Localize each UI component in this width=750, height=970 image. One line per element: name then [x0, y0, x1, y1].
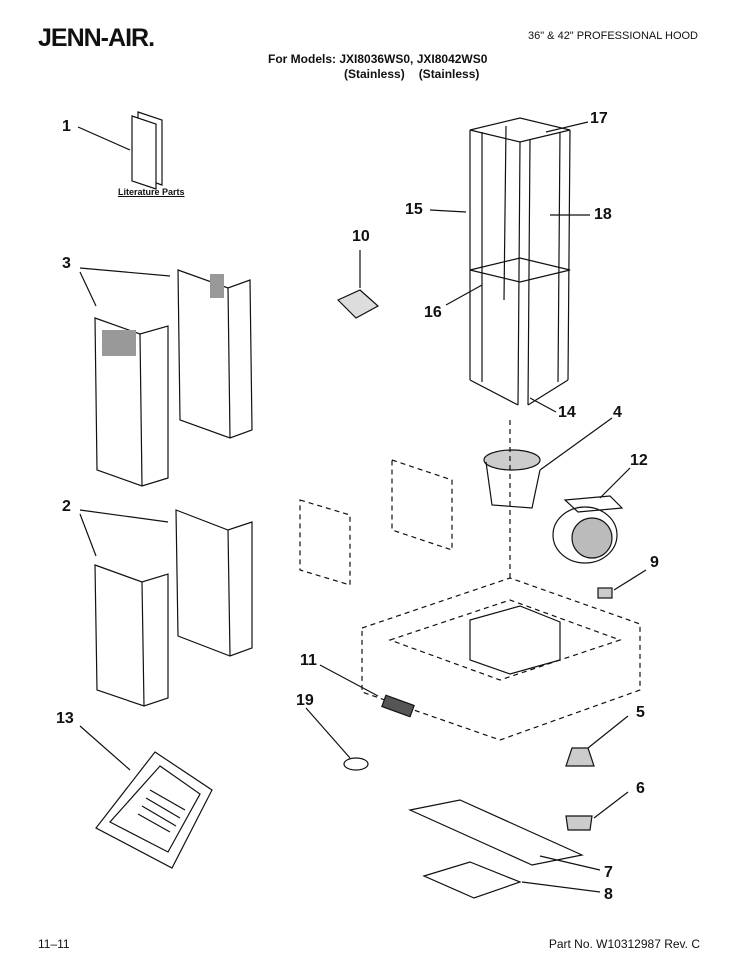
literature-booklet: [131, 111, 163, 190]
callout-3: 3: [62, 255, 71, 272]
callout-10: 10: [352, 228, 370, 245]
control-board: [336, 289, 380, 319]
callout-7: 7: [604, 864, 613, 881]
models-line2: (Stainless) (Stainless): [268, 67, 487, 82]
callout-17: 17: [590, 110, 608, 127]
halogen-lamp: [565, 747, 595, 767]
callout-1: 1: [62, 118, 71, 135]
lower-duct-cover: [94, 509, 253, 707]
callout-19: 19: [296, 692, 314, 709]
callout-11: 11: [300, 652, 317, 669]
callout-4: 4: [613, 404, 622, 421]
product-title: 36" & 42" PROFESSIONAL HOOD: [527, 30, 698, 42]
model-finish-2: (Stainless): [418, 67, 480, 81]
part-number: Part No. W10312987 Rev. C: [548, 937, 700, 951]
grease-filter: [422, 861, 522, 899]
callout-13: 13: [56, 710, 74, 727]
upper-duct-cover: [94, 269, 253, 487]
callout-12: 12: [630, 452, 648, 469]
callout-16: 16: [424, 304, 442, 321]
literature-parts-label: Literature Parts: [118, 187, 185, 197]
installation-template: [95, 751, 213, 869]
callout-14: 14: [558, 404, 576, 421]
callout-8: 8: [604, 886, 613, 903]
grommet: [343, 757, 369, 771]
switch-assembly: [381, 694, 415, 718]
callout-9: 9: [650, 554, 659, 571]
brand-logo: JENN-AIR.: [38, 24, 155, 52]
callout-5: 5: [636, 704, 645, 721]
revision-date: 11–11: [38, 937, 70, 951]
front-panel: [408, 799, 584, 866]
chimney-support-frame: [469, 117, 571, 406]
model-list: For Models: JXI8036WS0, JXI8042WS0 (Stai…: [268, 52, 487, 82]
callout-18: 18: [594, 206, 612, 223]
hood-body: [469, 605, 561, 675]
model-finish-1: (Stainless): [344, 67, 405, 81]
callout-15: 15: [405, 201, 423, 218]
blower-assembly: [552, 495, 624, 564]
callout-2: 2: [62, 498, 71, 515]
models-line1: For Models: JXI8036WS0, JXI8042WS0: [268, 52, 488, 66]
callout-6: 6: [636, 780, 645, 797]
duct-transition: [483, 449, 541, 509]
light-socket: [597, 587, 613, 599]
light-fixture: [565, 815, 593, 831]
